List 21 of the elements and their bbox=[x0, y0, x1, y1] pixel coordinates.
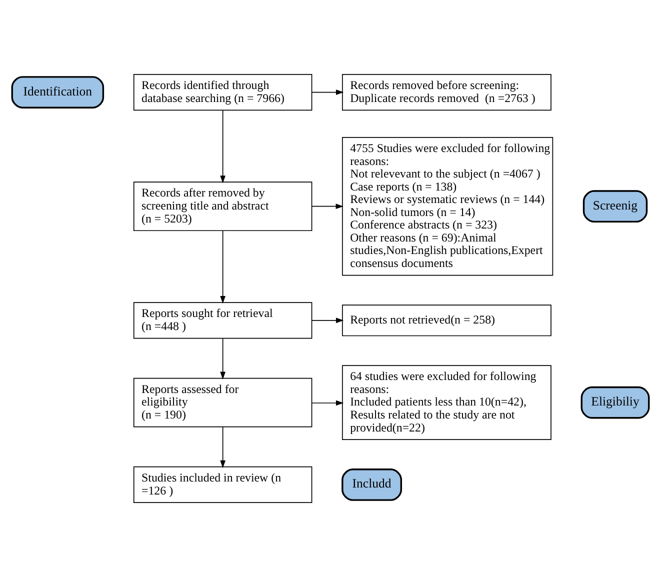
node-box: Eligibiliy bbox=[580, 386, 650, 419]
node-box: Records removed before screening: Duplicate records removed (n =2763 ) bbox=[342, 74, 552, 111]
arrow bbox=[220, 338, 226, 380]
node-box: 64 studies were excluded for following reasons: Included patients less than 10(n=42), Results related to the study are not provided(n=22) bbox=[342, 365, 552, 440]
arrow bbox=[220, 230, 226, 304]
node-box: Screenig bbox=[582, 190, 648, 223]
arrow bbox=[312, 204, 344, 210]
node-box: Identification bbox=[11, 76, 104, 108]
node-box: Studies included in review (n =126 ) bbox=[133, 466, 312, 504]
node-box: Includd bbox=[342, 468, 402, 501]
node-box: Reports not retrieved(n = 258) bbox=[342, 304, 552, 336]
node-box: 4755 Studies were excluded for following reasons: Not relevevant to the subject (n =4067 ) Case reports (n = 138) Reviews or systematic reviews (n = 144) Non-solid tumors (n = 14) Conference abstracts (n = 323) Other reasons (n = 69):Animal studies,Non-English publications,Expert consensus documents bbox=[342, 136, 554, 276]
arrow bbox=[220, 110, 226, 184]
arrow bbox=[220, 426, 226, 468]
arrow bbox=[312, 318, 344, 324]
node-box: Records after removed by screening title and abstract (n = 5203) bbox=[133, 182, 312, 232]
node-box: Records identified through database searching (n = 7966) bbox=[133, 74, 312, 111]
arrow bbox=[312, 400, 344, 406]
node-box: Reports assessed for eligibility (n = 190) bbox=[133, 378, 312, 428]
arrow bbox=[312, 90, 344, 95]
node-box: Reports sought for retrieval (n =448 ) bbox=[133, 302, 312, 339]
